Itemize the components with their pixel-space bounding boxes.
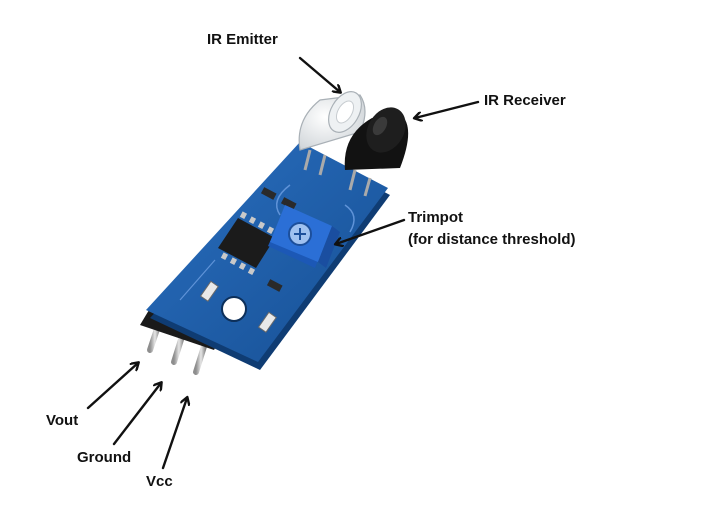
arrow-vcc [161,398,187,470]
arrow-vout [86,363,138,410]
ir-receiver-led [344,107,409,170]
ground-label: Ground [77,449,132,466]
trimpot [268,205,340,268]
smd-resistors [260,187,297,292]
vcc-label: Vcc [146,473,173,490]
ir-receiver-label: IR Receiver [484,92,566,109]
ir-emitter-led [298,91,366,151]
trimpot-label: Trimpot [408,209,463,226]
arrow-ir-emitter [298,56,340,92]
callout-arrows [86,56,480,470]
ic-chip [218,211,275,276]
pcb-board [146,142,390,370]
arrow-trimpot [336,218,406,244]
led-legs [303,149,372,197]
ir-emitter-label: IR Emitter [207,31,278,48]
mounting-hole [221,296,247,322]
trimpot-note-label: (for distance threshold) [408,231,576,248]
arrow-ir-receiver [415,100,480,118]
vout-label: Vout [46,412,79,429]
arrow-ground [112,383,161,446]
